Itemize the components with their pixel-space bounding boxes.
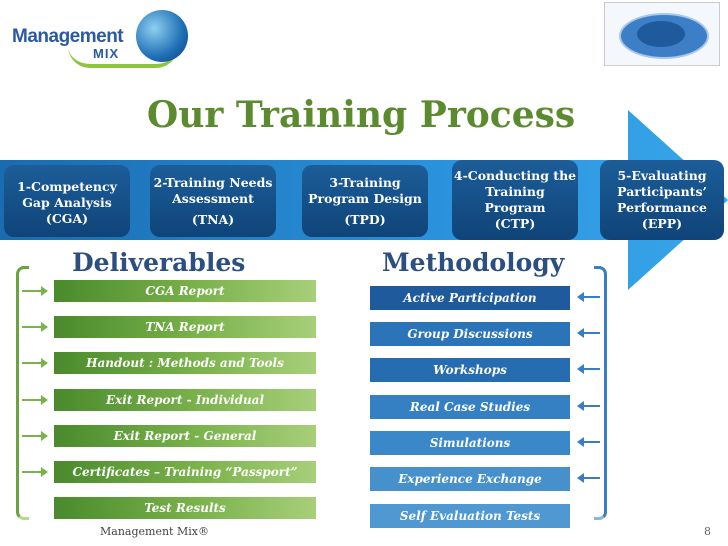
logo: Management MIX [8,10,188,70]
deliverable-arrow [22,431,48,441]
step-ctp: 4-Conducting the Training Program (CTP) [452,160,578,240]
deliverables-heading: Deliverables [72,248,246,277]
deliverable-arrow [22,395,48,405]
methodology-item: Workshops [370,358,570,382]
methodology-item: Experience Exchange [370,467,570,491]
methodology-arrow [577,328,600,338]
step-tpd-line2: Program Design [308,191,422,206]
step-tpd-abbr: (TPD) [344,212,386,227]
logo-word-management: Management [12,26,124,47]
methodology-bracket [594,266,607,520]
deliverable-arrow [22,358,48,368]
deliverable-arrow [22,286,48,296]
footer-brand: Management Mix® [100,525,209,538]
step-epp-line3: Performance [617,200,707,215]
thumbnail-diagram [604,2,720,66]
step-tna: 2-Training Needs Assessment (TNA) [150,165,276,237]
logo-swoosh [68,46,178,68]
step-cga: 1-Competency Gap Analysis (CGA) [4,165,130,237]
deliverable-item: Exit Report - General [54,425,316,447]
globe-icon [136,10,188,62]
page-number: 8 [704,525,711,538]
methodology-arrow [577,437,600,447]
step-cga-abbr: (CGA) [45,211,89,226]
methodology-item: Simulations [370,431,570,455]
step-ctp-line2: Training [485,184,545,199]
methodology-arrow [577,473,600,483]
page-title: Our Training Process [146,94,576,136]
step-epp: 5-Evaluating Participants’ Performance (… [600,160,724,240]
step-ctp-line3: Program [484,200,546,215]
methodology-arrow [577,401,600,411]
deliverable-item: CGA Report [54,280,316,302]
deliverable-item: Certificates – Training “Passport” [54,461,316,483]
step-tpd-line1: 3-Training [329,175,401,190]
methodology-item: Active Participation [370,286,570,310]
step-ctp-line1: 4-Conducting the [453,168,577,183]
deliverable-item: Test Results [54,497,316,519]
methodology-arrow [577,292,600,302]
methodology-heading: Methodology [382,248,565,277]
methodology-item: Group Discussions [370,322,570,346]
step-epp-line1: 5-Evaluating [617,168,707,183]
thumbnail-inner-oval [637,21,685,47]
methodology-item: Self Evaluation Tests [370,504,570,528]
deliverable-arrow [22,467,48,477]
step-cga-line2: Gap Analysis [22,195,112,210]
step-ctp-abbr: (CTP) [494,216,536,231]
methodology-item: Real Case Studies [370,395,570,419]
methodology-arrow [577,364,600,374]
deliverable-item: Exit Report - Individual [54,389,316,411]
logo-word-mix: MIX [93,46,120,61]
deliverables-bracket [16,266,29,520]
deliverable-item: Handout : Methods and Tools [54,352,316,374]
deliverable-arrow [22,322,48,332]
step-cga-line1: 1-Competency [17,179,117,194]
step-epp-abbr: (EPP) [641,216,683,231]
step-tpd: 3-Training Program Design (TPD) [302,165,428,237]
deliverable-item: TNA Report [54,316,316,338]
step-tna-line2: Assessment [172,191,254,206]
step-epp-line2: Participants’ [617,184,707,199]
step-tna-abbr: (TNA) [191,212,235,227]
step-tna-line1: 2-Training Needs [153,175,273,190]
